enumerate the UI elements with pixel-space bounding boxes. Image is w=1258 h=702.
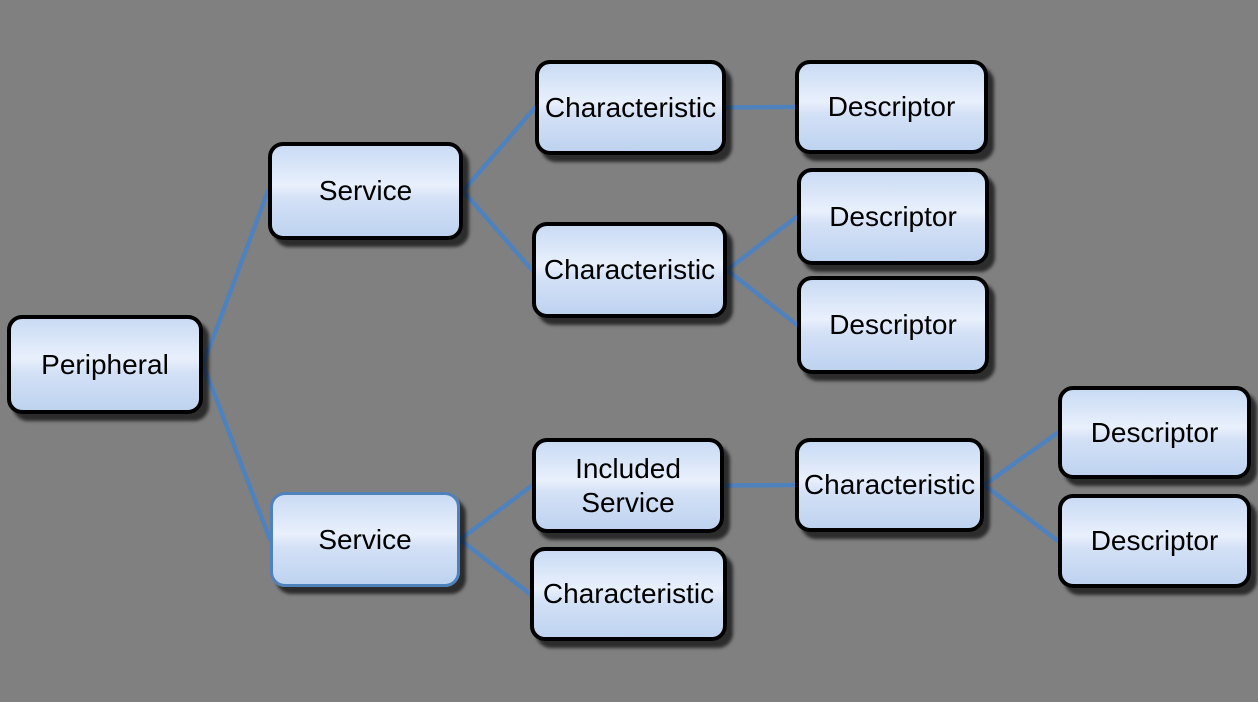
connector-characteristic-4-to-descriptor-5 [981,482,1061,544]
node-label-service-2: Service [318,523,412,555]
node-label-descriptor-4: Descriptor [1090,416,1219,448]
connector-service-1-to-characteristic-1 [460,105,538,194]
node-descriptor-1: Descriptor [795,60,988,154]
node-service-2: Service [270,492,460,587]
node-label-descriptor-3: Descriptor [829,309,957,341]
node-characteristic-1: Characteristic [535,60,726,155]
node-label-characteristic-3: Characteristic [542,578,715,610]
node-characteristic-3: Characteristic [530,547,727,641]
node-included-service: Included Service [532,438,724,533]
connector-characteristic-2-to-descriptor-3 [724,267,800,328]
node-label-peripheral: Peripheral [41,348,169,380]
node-peripheral: Peripheral [7,315,203,414]
node-label-characteristic-1: Characteristic [544,91,717,123]
node-characteristic-4: Characteristic [795,438,984,532]
connector-service-2-to-included-service [457,483,535,542]
connector-service-1-to-characteristic-2 [460,188,535,273]
node-characteristic-2: Characteristic [532,222,727,318]
connector-peripheral-to-service-2 [200,362,273,542]
node-label-descriptor-5: Descriptor [1090,525,1219,557]
node-descriptor-4: Descriptor [1058,386,1251,479]
connector-peripheral-to-service-1 [200,188,271,367]
node-label-characteristic-2: Characteristic [543,254,716,286]
node-label-characteristic-4: Characteristic [803,469,976,501]
node-label-included-service: Included Service [575,453,681,518]
connector-included-service-to-characteristic-4 [721,482,798,488]
node-descriptor-3: Descriptor [797,276,989,374]
connector-characteristic-2-to-descriptor-2 [724,214,800,273]
node-label-service-1: Service [318,175,413,207]
node-service-1: Service [268,142,463,240]
node-descriptor-5: Descriptor [1058,494,1251,588]
node-label-descriptor-2: Descriptor [829,200,957,232]
connector-characteristic-4-to-descriptor-4 [981,430,1061,488]
node-descriptor-2: Descriptor [797,168,989,265]
node-label-descriptor-1: Descriptor [827,91,956,123]
connector-service-2-to-characteristic-3 [457,537,533,597]
connector-characteristic-1-to-descriptor-1 [723,104,798,110]
